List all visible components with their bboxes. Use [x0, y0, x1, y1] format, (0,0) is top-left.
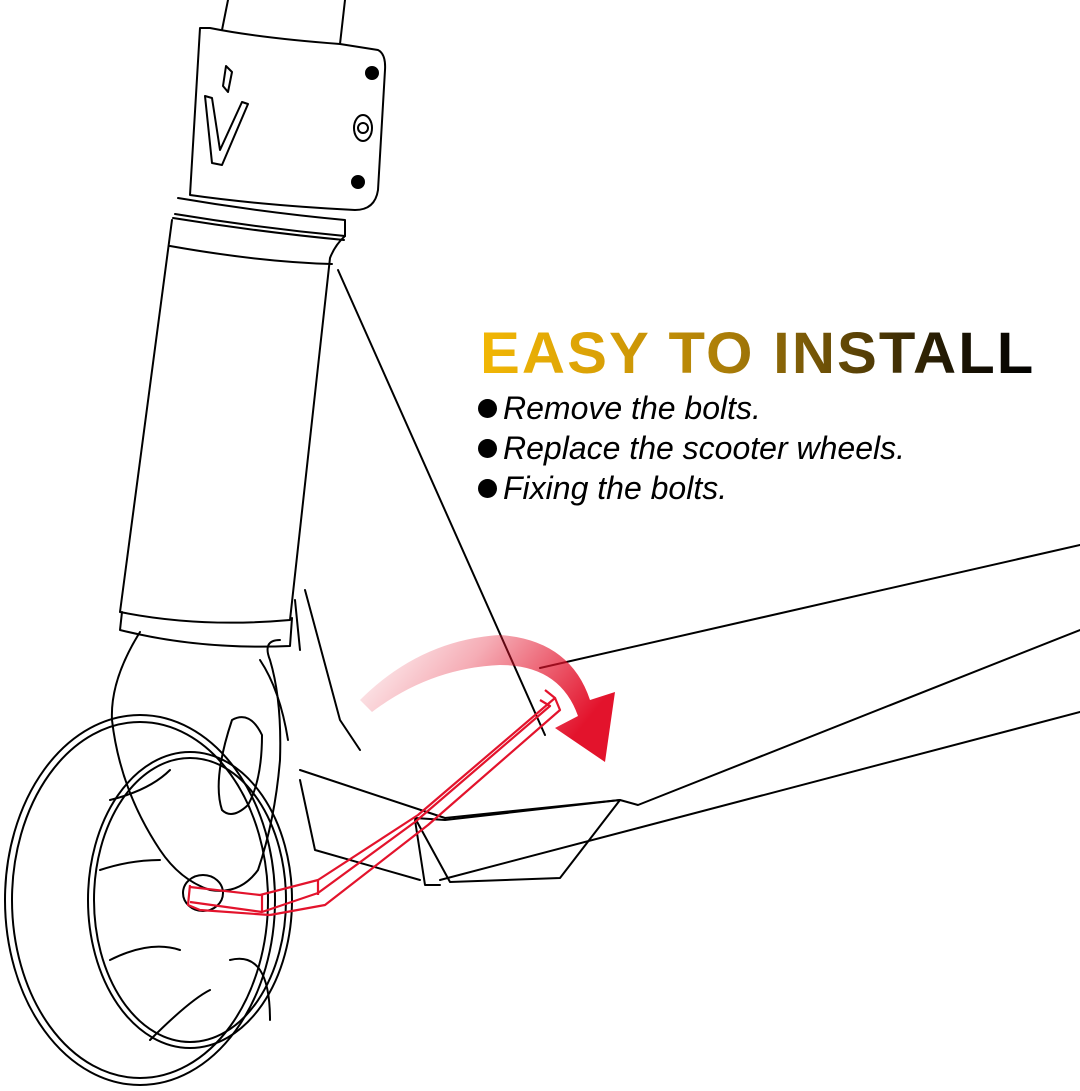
list-item: Fixing the bolts. [478, 468, 905, 508]
wheel-outer [4, 714, 276, 1086]
step-label: Fixing the bolts. [503, 469, 728, 506]
install-steps-list: Remove the bolts. Replace the scooter wh… [478, 388, 905, 508]
clamp [189, 27, 387, 211]
bullet-icon [478, 438, 497, 458]
scooter-frame [4, 0, 1080, 1086]
page-title: EASY TO INSTALL [480, 321, 1036, 386]
allen-key-icon [186, 689, 562, 917]
bullet-icon [478, 398, 497, 418]
wheel-hub-rim [87, 751, 293, 1049]
bullet-icon [478, 478, 497, 498]
list-item: Replace the scooter wheels. [478, 428, 905, 468]
rotate-arrow-icon [360, 635, 615, 762]
logo-diamond-icon [222, 65, 233, 93]
step-label: Remove the bolts. [503, 389, 761, 426]
step-label: Replace the scooter wheels. [503, 429, 905, 466]
logo-v-icon [204, 95, 249, 166]
list-item: Remove the bolts. [478, 388, 905, 428]
